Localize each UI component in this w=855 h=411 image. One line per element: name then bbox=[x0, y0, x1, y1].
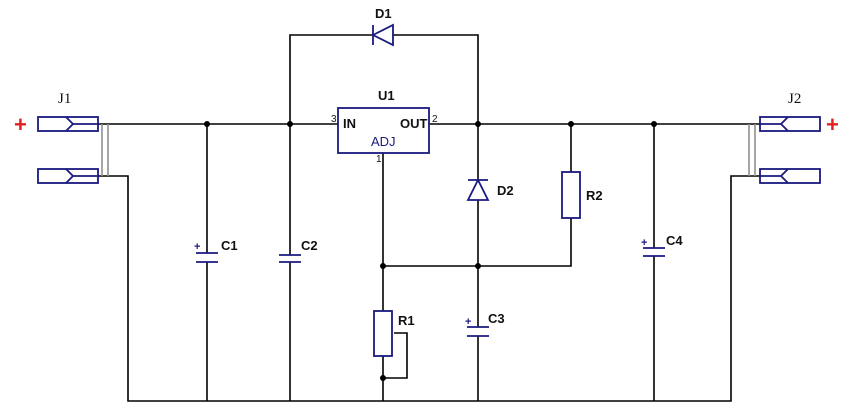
pin-1: 1 bbox=[376, 154, 382, 165]
d1-label: D1 bbox=[375, 6, 392, 21]
capacitor-c1: + C1 bbox=[194, 238, 238, 263]
resistor-r2: R2 bbox=[561, 171, 603, 219]
c3-plus-icon: + bbox=[465, 316, 471, 328]
diode-d2: D2 bbox=[466, 177, 514, 201]
diode-d1: D1 bbox=[370, 6, 394, 47]
capacitor-c2: C2 bbox=[279, 238, 318, 263]
potentiometer-r1: R1 bbox=[373, 310, 415, 357]
u1-label: U1 bbox=[378, 88, 395, 103]
pin-3: 3 bbox=[331, 114, 337, 125]
c1-plus-icon: + bbox=[194, 241, 200, 253]
u1-out-label: OUT bbox=[400, 116, 428, 131]
connector-j1: J1 + bbox=[14, 91, 109, 184]
c4-plus-icon: + bbox=[641, 237, 647, 249]
wires bbox=[98, 34, 760, 402]
connector-j2: J2 + bbox=[748, 91, 839, 184]
capacitor-c3: + C3 bbox=[465, 311, 505, 337]
j2-label: J2 bbox=[788, 91, 801, 107]
c1-label: C1 bbox=[221, 238, 238, 253]
pin-2: 2 bbox=[432, 114, 438, 125]
u1-adj-label: ADJ bbox=[371, 134, 396, 149]
u1-in-label: IN bbox=[343, 116, 356, 131]
d2-label: D2 bbox=[497, 183, 514, 198]
r2-label: R2 bbox=[586, 188, 603, 203]
regulator-u1: U1 IN OUT ADJ 3 2 1 bbox=[331, 88, 438, 165]
j1-positive-icon: + bbox=[14, 112, 27, 137]
c2-label: C2 bbox=[301, 238, 318, 253]
junctions bbox=[204, 121, 657, 381]
j2-positive-icon: + bbox=[826, 112, 839, 137]
j1-label: J1 bbox=[58, 91, 71, 107]
capacitor-c4: + C4 bbox=[641, 233, 683, 257]
c4-label: C4 bbox=[666, 233, 683, 248]
r1-label: R1 bbox=[398, 313, 415, 328]
c3-label: C3 bbox=[488, 311, 505, 326]
